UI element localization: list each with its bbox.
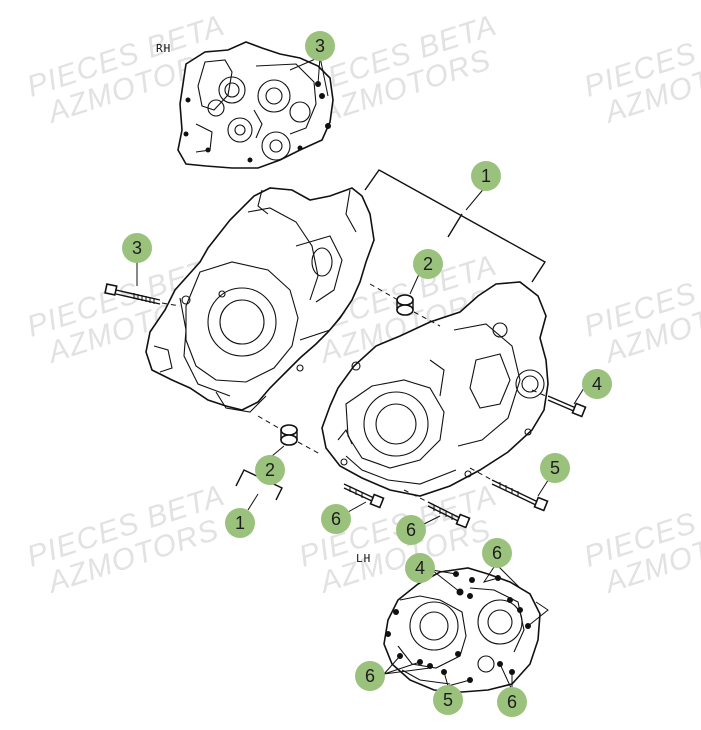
bolt-6-left bbox=[343, 483, 385, 509]
callout-6-bolt-center: 6 bbox=[396, 515, 426, 545]
part-1-bracket bbox=[364, 169, 546, 283]
callout-6-lh-top: 6 bbox=[482, 538, 512, 568]
lh-view-label: LH bbox=[356, 552, 372, 565]
callout-1-crankcase: 1 bbox=[471, 161, 501, 191]
callout-6-bolt-left: 6 bbox=[321, 504, 351, 534]
callout-5-lh: 5 bbox=[433, 685, 463, 715]
callout-6-lh-bottom: 6 bbox=[497, 687, 527, 717]
callout-2-dowel-lower: 2 bbox=[255, 455, 285, 485]
crankcase-right-half bbox=[145, 187, 375, 413]
rh-crankcase-view bbox=[177, 41, 334, 169]
bolt-4 bbox=[547, 395, 587, 418]
bolt-5 bbox=[491, 479, 549, 512]
callout-4-lh: 4 bbox=[405, 553, 435, 583]
bolt-6-center bbox=[427, 501, 471, 529]
crankcase-left-half bbox=[321, 281, 549, 497]
bolt-3 bbox=[104, 283, 161, 305]
callout-5-bolt: 5 bbox=[540, 453, 570, 483]
dowel-pin-2-lower bbox=[280, 424, 298, 446]
rh-view-label: RH bbox=[156, 42, 172, 55]
callout-3-bolt: 3 bbox=[122, 233, 152, 263]
callout-2-dowel-upper: 2 bbox=[413, 249, 443, 279]
callout-6-lh-left: 6 bbox=[355, 661, 385, 691]
lh-crankcase-view bbox=[383, 567, 541, 693]
dowel-pin-2-upper bbox=[396, 294, 414, 316]
callout-3-rh-bolts: 3 bbox=[305, 31, 335, 61]
callout-1-bracket: 1 bbox=[225, 508, 255, 538]
callout-4-bolt: 4 bbox=[582, 369, 612, 399]
